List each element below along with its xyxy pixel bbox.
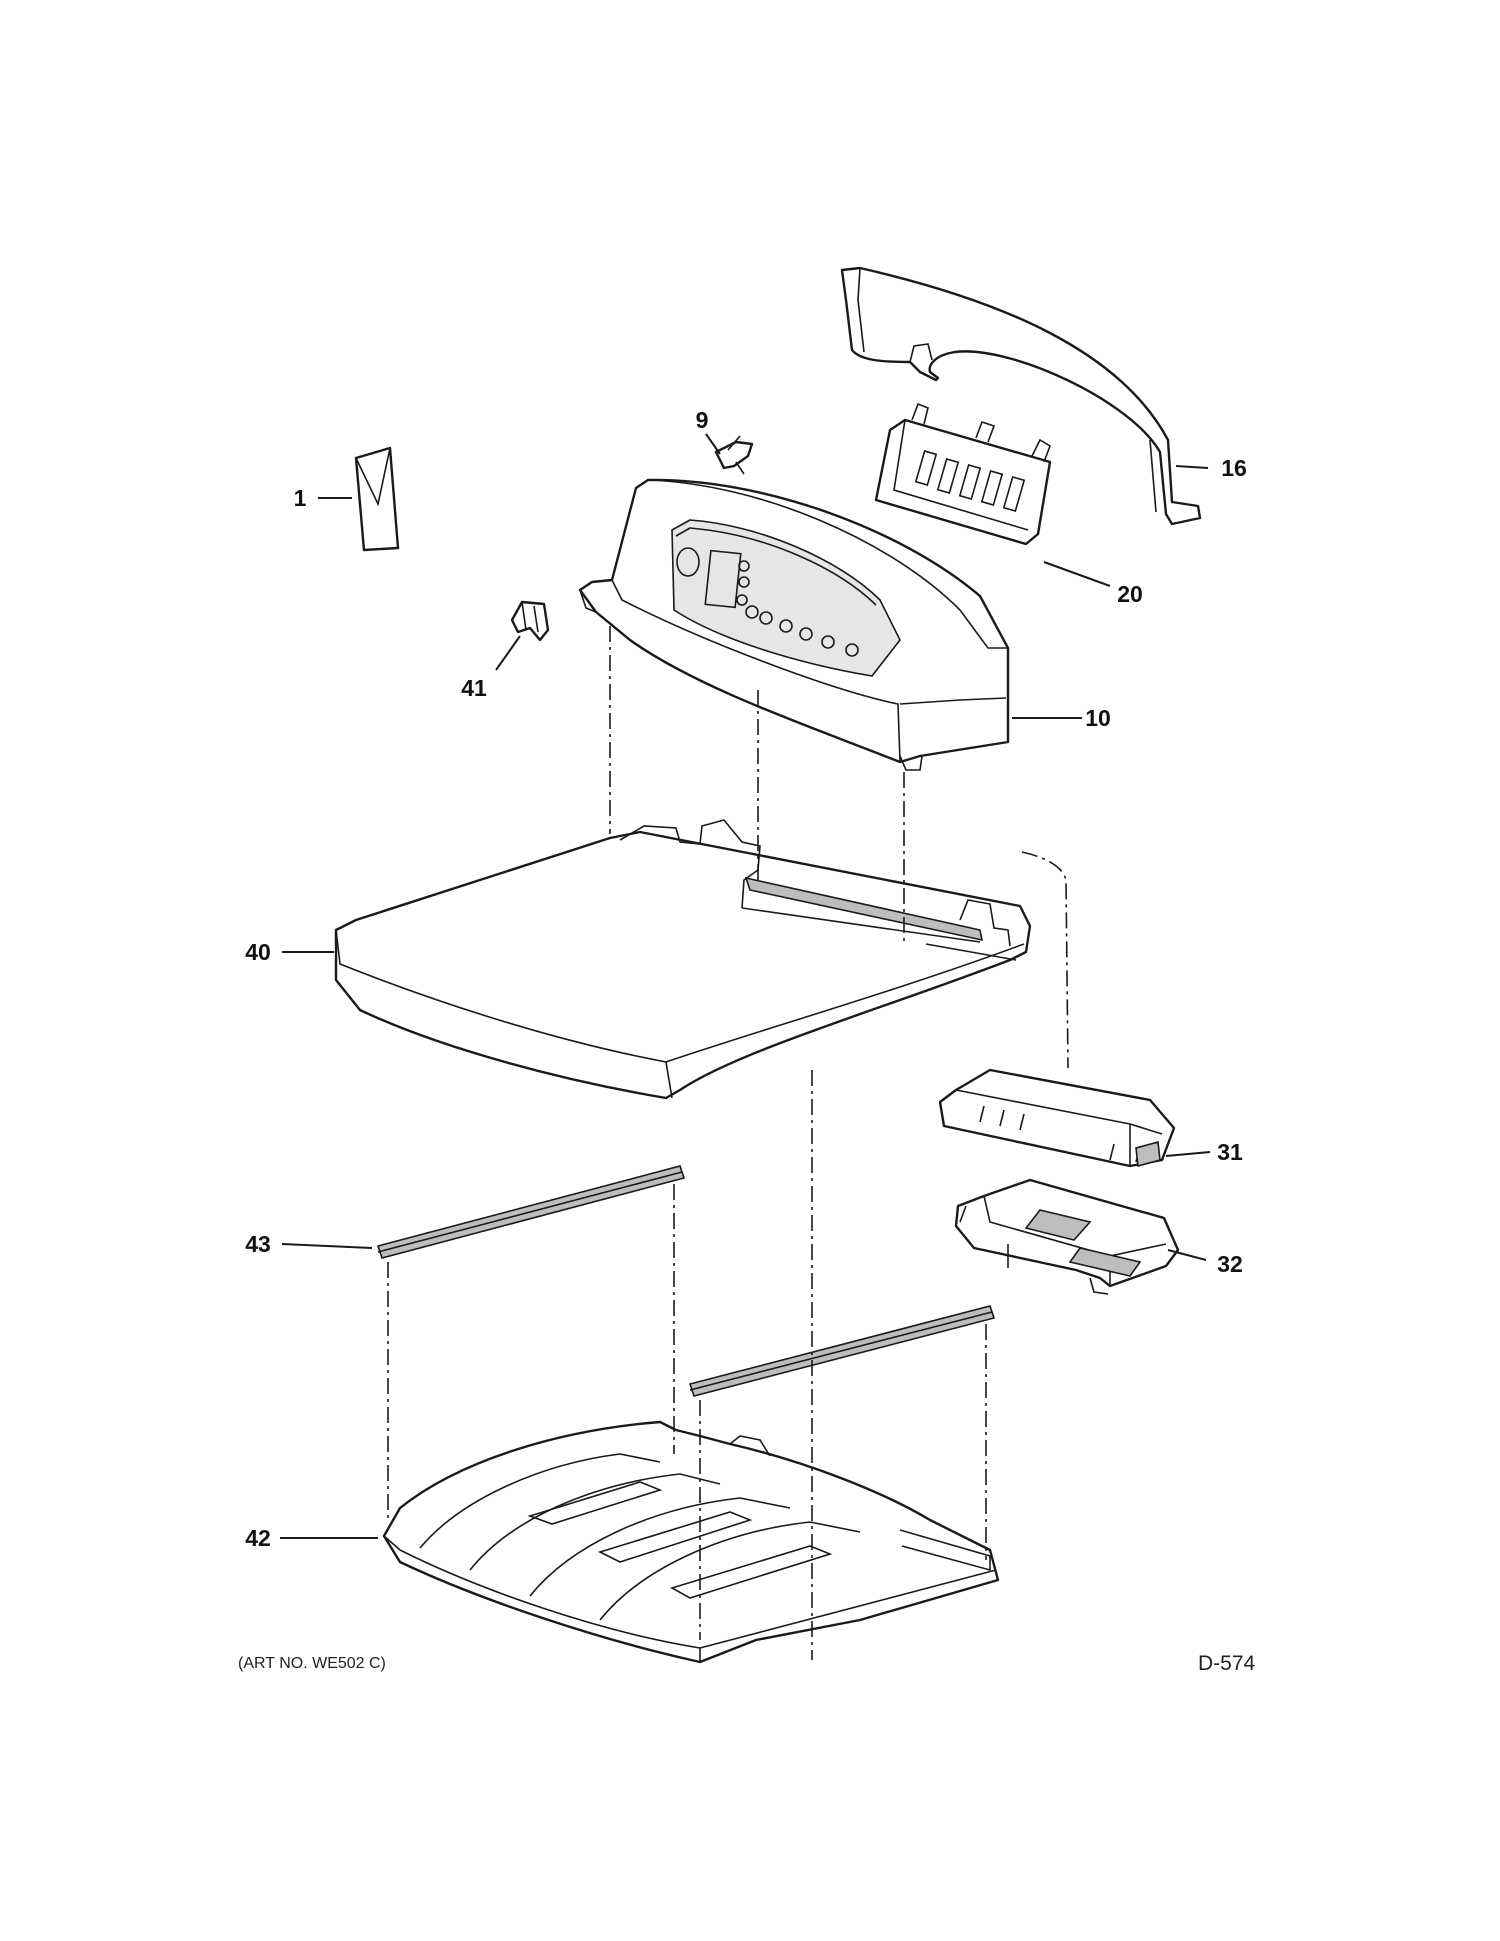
callout-31: 31 xyxy=(1217,1139,1243,1165)
part-42-lower-plate[interactable] xyxy=(382,1420,1000,1664)
part-43-strip-right[interactable] xyxy=(688,1305,996,1397)
callout-16: 16 xyxy=(1221,455,1247,481)
part-9-clip[interactable] xyxy=(714,435,754,475)
callout-labels: 1 9 16 20 41 10 40 31 32 43 42 xyxy=(245,407,1247,1551)
callout-40: 40 xyxy=(245,939,271,965)
callout-32: 32 xyxy=(1217,1251,1243,1277)
callout-10: 10 xyxy=(1085,705,1111,731)
part-40-main-top[interactable] xyxy=(334,819,1032,1100)
part-31-electronics-box[interactable] xyxy=(938,1068,1176,1168)
leader-lines xyxy=(280,433,1211,1539)
callout-43: 43 xyxy=(245,1231,271,1257)
part-1-envelope[interactable] xyxy=(354,446,400,552)
part-41-bracket[interactable] xyxy=(510,600,550,642)
callout-1: 1 xyxy=(294,485,307,511)
art-number: (ART NO. WE502 C) xyxy=(238,1655,386,1672)
callout-9: 9 xyxy=(696,407,709,433)
part-20-control-board[interactable] xyxy=(874,402,1052,546)
callout-42: 42 xyxy=(245,1525,271,1551)
part-32-box-tray[interactable] xyxy=(954,1178,1180,1295)
alignment-lines xyxy=(387,626,1069,1660)
part-43-strip-left[interactable] xyxy=(376,1165,686,1259)
part-16-rear-trim[interactable] xyxy=(840,266,1202,526)
part-10-control-panel[interactable] xyxy=(578,478,1010,771)
callout-20: 20 xyxy=(1117,581,1143,607)
drawing-code: D-574 xyxy=(1198,1652,1256,1675)
callout-41: 41 xyxy=(461,675,487,701)
